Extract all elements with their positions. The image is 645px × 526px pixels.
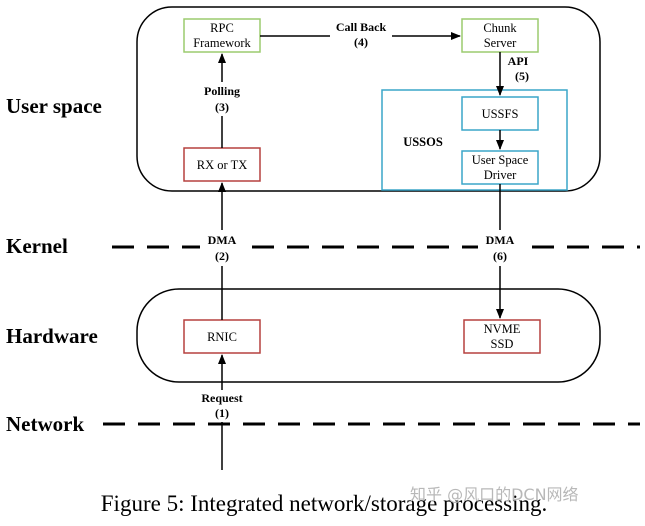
layer-label-network: Network <box>6 412 84 436</box>
dma-left-step: (2) <box>215 249 229 263</box>
polling-label-bg <box>195 82 249 116</box>
dma-right-step: (6) <box>493 249 507 263</box>
layer-label-hardware: Hardware <box>6 324 98 348</box>
dma-right-label-bg <box>478 230 522 266</box>
call-back-step: (4) <box>354 35 368 49</box>
nvme-ssd-line2: SSD <box>491 337 514 351</box>
polling-label: Polling <box>204 84 240 98</box>
ussfs-label: USSFS <box>482 107 519 121</box>
rx-or-tx-label: RX or TX <box>197 158 247 172</box>
user-space-container <box>136 6 601 192</box>
rpc-framework-line2: Framework <box>193 36 251 50</box>
rnic-label: RNIC <box>207 330 237 344</box>
request-label: Request <box>201 391 242 405</box>
user-space-driver-box: User Space Driver <box>461 150 539 185</box>
layer-label-kernel: Kernel <box>6 234 68 258</box>
dma-left-label-bg <box>200 230 244 266</box>
rx-or-tx-box: RX or TX <box>183 147 261 182</box>
request-step: (1) <box>215 406 229 420</box>
user-space-driver-line2: Driver <box>484 168 517 182</box>
chunk-server-line1: Chunk <box>483 21 517 35</box>
hardware-container <box>136 288 601 383</box>
rnic-box: RNIC <box>183 319 261 354</box>
ussos-label: USSOS <box>403 135 443 149</box>
ussfs-box: USSFS <box>461 96 539 131</box>
api-label: API <box>508 54 529 68</box>
user-space-driver-line1: User Space <box>472 153 529 167</box>
call-back-label-bg <box>330 20 392 52</box>
dma-right-label: DMA <box>486 233 515 247</box>
call-back-label: Call Back <box>336 20 387 34</box>
nvme-ssd-box: NVME SSD <box>463 319 541 354</box>
chunk-server-line2: Server <box>484 36 517 50</box>
polling-step: (3) <box>215 100 229 114</box>
ussos-container <box>381 89 568 191</box>
rpc-framework-line1: RPC <box>210 21 234 35</box>
nvme-ssd-line1: NVME <box>484 322 521 336</box>
watermark-text: 知乎 @风口的DCN网络 <box>410 485 579 504</box>
rpc-framework-box: RPC Framework <box>183 18 261 53</box>
dma-left-label: DMA <box>208 233 237 247</box>
api-step: (5) <box>515 69 529 83</box>
chunk-server-box: Chunk Server <box>461 18 539 53</box>
layer-label-user-space: User space <box>6 94 102 118</box>
request-label-bg <box>192 390 252 422</box>
figure-caption: Figure 5: Integrated network/storage pro… <box>101 491 547 516</box>
